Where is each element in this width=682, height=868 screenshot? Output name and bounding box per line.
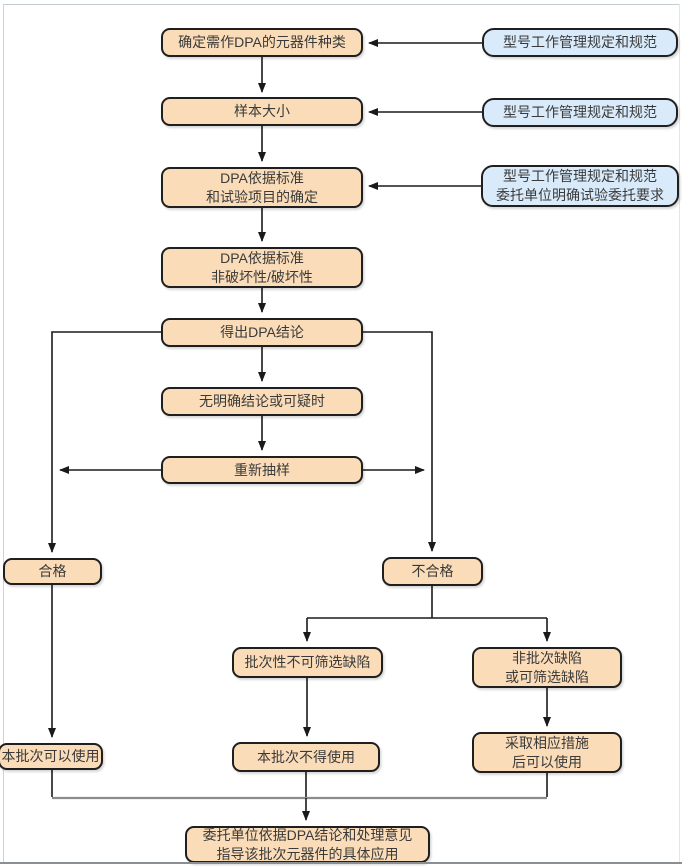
node-label-line2: 或可筛选缺陷 bbox=[505, 668, 589, 685]
node-ref-management-rules-and-entrust: 型号工作管理规定和规范 委托单位明确试验委托要求 bbox=[481, 165, 679, 207]
node-label: 型号工作管理规定和规范 bbox=[503, 104, 657, 121]
node-pass: 合格 bbox=[3, 558, 102, 585]
node-label: 不合格 bbox=[411, 563, 454, 580]
node-label: 确定需作DPA的元器件种类 bbox=[178, 34, 346, 51]
node-label: 本批次不得使用 bbox=[257, 748, 355, 765]
node-label-line1: 委托单位依据DPA结论和处理意见 bbox=[202, 826, 413, 843]
page-border-top bbox=[3, 4, 680, 5]
node-ref-management-rules-1: 型号工作管理规定和规范 bbox=[482, 28, 678, 57]
node-label: 批次性不可筛选缺陷 bbox=[244, 654, 371, 671]
node-label-line1: 非批次缺陷 bbox=[512, 649, 582, 666]
node-dpa-standard-destructive: DPA依据标准 非破坏性/破坏性 bbox=[161, 247, 363, 288]
node-label-line1: DPA依据标准 bbox=[220, 249, 304, 266]
node-label-line2: 非破坏性/破坏性 bbox=[211, 268, 313, 285]
node-label-line2: 指导该批次元器件的具体应用 bbox=[216, 845, 399, 862]
node-nonlot-or-screenable-defect: 非批次缺陷 或可筛选缺陷 bbox=[472, 647, 622, 688]
node-label-line2: 和试验项目的确定 bbox=[206, 188, 318, 205]
node-label: 样本大小 bbox=[234, 103, 290, 120]
node-dpa-conclusion: 得出DPA结论 bbox=[161, 318, 363, 347]
node-label-line2: 委托单位明确试验委托要求 bbox=[496, 187, 664, 203]
node-label: 重新抽样 bbox=[234, 461, 290, 478]
node-label: 合格 bbox=[38, 563, 67, 580]
node-fail: 不合格 bbox=[382, 557, 483, 586]
node-sample-size: 样本大小 bbox=[161, 97, 363, 126]
node-label-line2: 后可以使用 bbox=[512, 753, 582, 770]
node-label: 型号工作管理规定和规范 bbox=[503, 34, 657, 51]
node-final-application-guidance: 委托单位依据DPA结论和处理意见 指导该批次元器件的具体应用 bbox=[185, 826, 430, 863]
node-lot-usable: 本批次可以使用 bbox=[0, 743, 103, 770]
node-lot-unscreenable-defect: 批次性不可筛选缺陷 bbox=[232, 647, 383, 678]
node-usable-after-measures: 采取相应措施 后可以使用 bbox=[472, 732, 622, 773]
node-determine-dpa-component-types: 确定需作DPA的元器件种类 bbox=[161, 28, 363, 57]
node-dpa-standard-and-test-items: DPA依据标准 和试验项目的确定 bbox=[161, 167, 363, 208]
node-label: 无明确结论或可疑时 bbox=[199, 393, 325, 410]
node-label: 本批次可以使用 bbox=[1, 748, 100, 765]
node-resample: 重新抽样 bbox=[161, 456, 363, 484]
node-lot-not-usable: 本批次不得使用 bbox=[232, 742, 380, 772]
page-border-bottom bbox=[0, 862, 682, 864]
page-border-left bbox=[3, 4, 4, 862]
node-ref-management-rules-2: 型号工作管理规定和规范 bbox=[482, 98, 678, 127]
page-border-right bbox=[679, 4, 680, 862]
node-label-line1: 型号工作管理规定和规范 bbox=[503, 168, 657, 185]
node-label-line1: DPA依据标准 bbox=[220, 169, 304, 186]
node-label-line1: 采取相应措施 bbox=[505, 734, 589, 751]
node-label: 得出DPA结论 bbox=[220, 324, 304, 341]
node-unclear-conclusion: 无明确结论或可疑时 bbox=[161, 387, 363, 416]
